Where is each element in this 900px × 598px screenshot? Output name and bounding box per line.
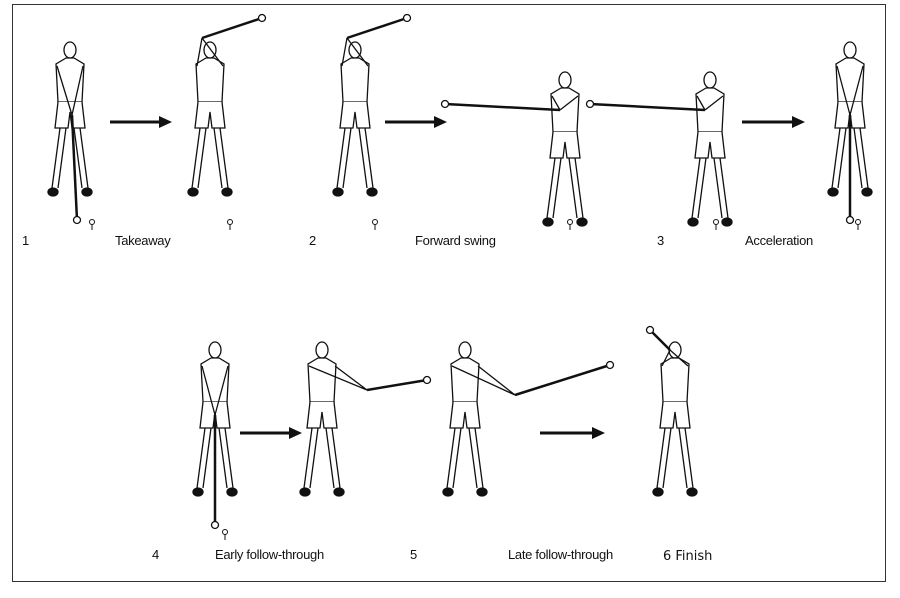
step-label-acceleration: Acceleration (745, 233, 813, 248)
figure-forward-swing (332, 13, 412, 197)
shoe-icon (81, 187, 93, 197)
shoe-icon (687, 217, 699, 227)
figure-finish (645, 325, 698, 497)
arrow-4 (240, 427, 302, 439)
club-head-icon (440, 99, 450, 109)
arrow-5 (540, 427, 605, 439)
shoe-icon (476, 487, 488, 497)
ball-icon (567, 219, 573, 225)
shoe-icon (192, 487, 204, 497)
club-head-icon (585, 99, 595, 109)
club-head-icon (402, 13, 412, 23)
shoe-icon (542, 217, 554, 227)
step-number-3: 3 (657, 233, 664, 248)
shoe-icon (226, 487, 238, 497)
shoe-icon (686, 487, 698, 497)
figure-takeaway-top (187, 13, 267, 197)
ball-icon (372, 219, 378, 225)
ball-icon (227, 219, 233, 225)
step-label-forward-swing: Forward swing (415, 233, 496, 248)
shoe-icon (332, 187, 344, 197)
shoe-icon (652, 487, 664, 497)
step-number-2: 2 (309, 233, 316, 248)
figure-early-follow-through (299, 341, 432, 497)
arrow-3 (742, 116, 805, 128)
ball-icon (89, 219, 95, 225)
step-label-finish: 6 Finish (663, 549, 713, 564)
ball-icon (713, 219, 719, 225)
ball-icon (855, 219, 861, 225)
club-head-icon (257, 13, 267, 23)
club-head-icon (605, 360, 615, 370)
figure-acceleration-start (585, 71, 733, 227)
figure-early-follow-through-impact (192, 341, 238, 530)
step-label-early-follow-through: Early follow-through (215, 547, 324, 562)
step-number-4: 4 (152, 547, 159, 562)
step-label-takeaway: Takeaway (115, 233, 171, 248)
figure-acceleration-impact (827, 41, 873, 225)
shoe-icon (47, 187, 59, 197)
club-head-icon (422, 375, 432, 385)
figure-forward-swing-downswing (440, 71, 588, 227)
club-head-icon (645, 325, 655, 335)
shoe-icon (187, 187, 199, 197)
shoe-icon (299, 487, 311, 497)
figure-address (47, 41, 93, 225)
step-number-5: 5 (410, 547, 417, 562)
club-head-icon (845, 215, 855, 225)
arrow-2 (385, 116, 447, 128)
step-number-1: 1 (22, 233, 29, 248)
shoe-icon (221, 187, 233, 197)
club-head-icon (72, 215, 82, 225)
shoe-icon (333, 487, 345, 497)
shoe-icon (576, 217, 588, 227)
shoe-icon (721, 217, 733, 227)
arrow-1 (110, 116, 172, 128)
shoe-icon (442, 487, 454, 497)
shoe-icon (861, 187, 873, 197)
step-label-late-follow-through: Late follow-through (508, 547, 613, 562)
club-head-icon (210, 520, 220, 530)
shoe-icon (366, 187, 378, 197)
shoe-icon (827, 187, 839, 197)
diagram-frame (12, 4, 886, 582)
ball-icon (222, 529, 228, 535)
figure-late-follow-through (442, 341, 615, 497)
